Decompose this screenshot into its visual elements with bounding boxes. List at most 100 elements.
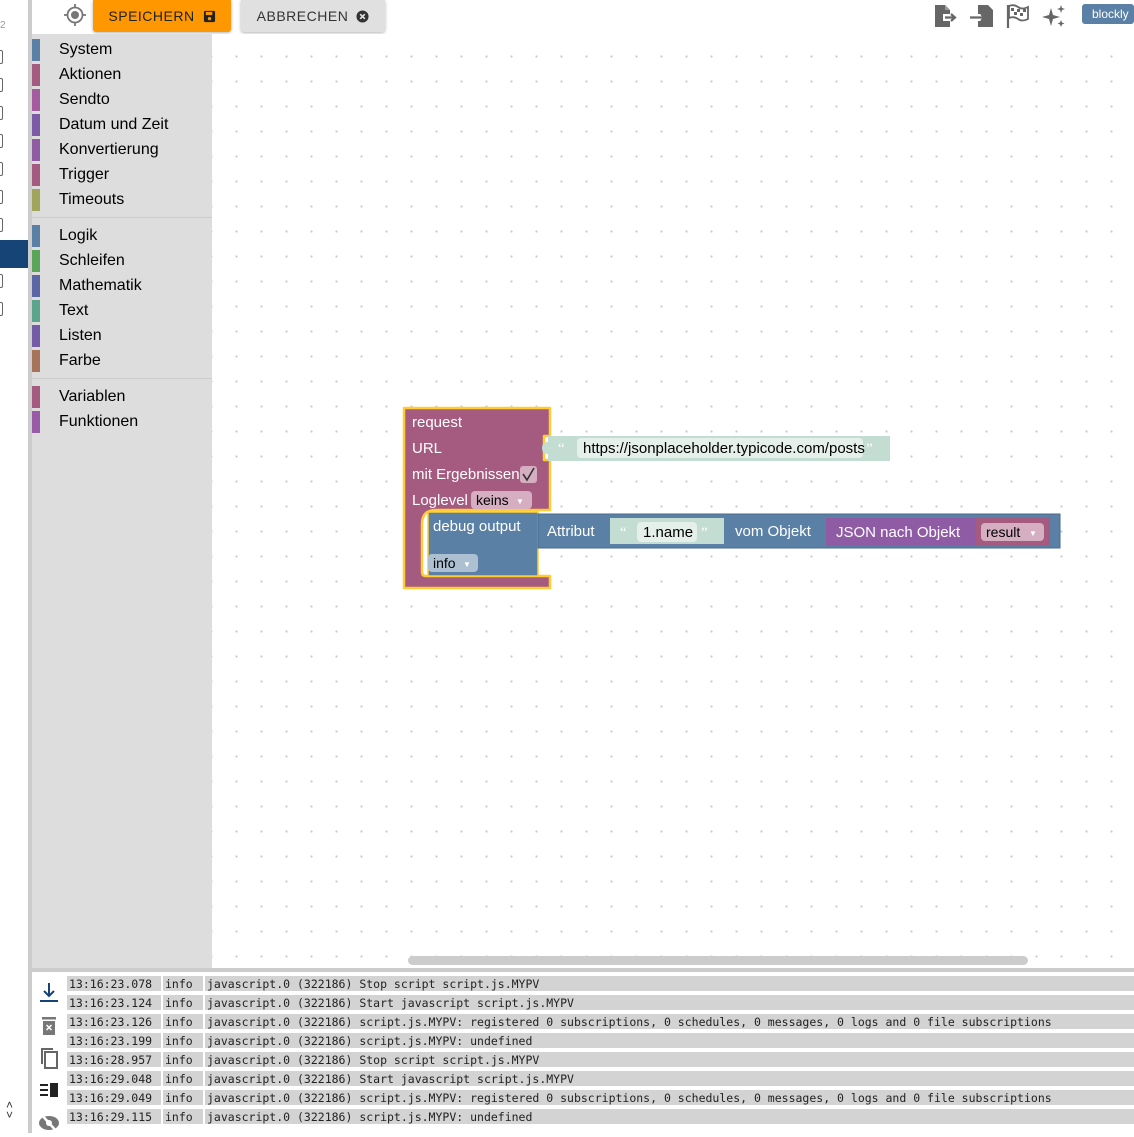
toolbox-item-label: Timeouts	[59, 190, 125, 208]
toolbox-item-schleifen[interactable]: Schleifen	[32, 248, 212, 273]
log-message: javascript.0 (322186) script.js.MYPV: un…	[205, 1109, 1134, 1126]
variable-name: result	[986, 524, 1020, 540]
category-color	[32, 38, 40, 61]
columns-icon[interactable]	[37, 1078, 61, 1102]
fold-marker[interactable]	[0, 106, 3, 120]
loglevel-dropdown[interactable]	[471, 491, 532, 509]
toolbox-item-listen[interactable]: Listen	[32, 323, 212, 348]
fold-marker[interactable]	[0, 274, 3, 288]
toolbox-item-label: Mathematik	[59, 276, 142, 294]
toolbox-item-sendto[interactable]: Sendto	[32, 87, 212, 112]
toolbox-item-label: Funktionen	[59, 412, 139, 430]
log-severity: info	[163, 976, 203, 993]
hide-icon[interactable]	[37, 1110, 61, 1134]
fold-marker[interactable]	[0, 162, 3, 176]
block-canvas: request URL mit Ergebnissen Loglevel kei…	[402, 406, 1061, 590]
toolbox-item-funktionen[interactable]: Funktionen	[32, 409, 212, 434]
results-label: mit Ergebnissen	[412, 466, 520, 483]
url-value: https://jsonplaceholder.typicode.com/pos…	[583, 440, 865, 457]
category-color	[32, 138, 40, 161]
toolbox-item-label: Trigger	[59, 165, 110, 183]
log-message: javascript.0 (322186) script.js.MYPV: re…	[205, 1090, 1134, 1107]
loglevel-label: Loglevel	[412, 492, 468, 509]
cancel-button[interactable]: ABBRECHEN	[241, 0, 385, 32]
horizontal-scrollbar[interactable]	[408, 956, 1028, 965]
toolbox-item-label: Aktionen	[59, 65, 122, 83]
log-message: javascript.0 (322186) script.js.MYPV: un…	[205, 1033, 1134, 1050]
toolbox-item-farbe[interactable]: Farbe	[32, 348, 212, 373]
debug-title: debug output	[433, 518, 521, 535]
target-icon[interactable]	[63, 3, 87, 27]
category-color	[32, 88, 40, 111]
open-quote-icon: “	[620, 525, 627, 541]
fold-marker[interactable]	[0, 218, 3, 232]
import-icon[interactable]	[968, 2, 996, 30]
splitter[interactable]	[28, 0, 32, 1133]
up-down-chevron-icon[interactable]: ˄˅	[6, 1098, 14, 1122]
category-color	[32, 274, 40, 297]
toolbox-item-label: Variablen	[59, 387, 126, 405]
of-object-label: vom Objekt	[735, 523, 812, 540]
trash-icon[interactable]	[37, 1014, 61, 1038]
editor-gutter: 2 ˄˅	[0, 0, 28, 1133]
variable-dropdown[interactable]	[981, 523, 1044, 541]
blockly-workspace[interactable]	[212, 34, 1134, 968]
category-color	[32, 249, 40, 272]
toolbox-item-variablen[interactable]: Variablen	[32, 384, 212, 409]
toolbox-item-system[interactable]: System	[32, 37, 212, 62]
path-value: 1.name	[643, 524, 693, 541]
log-toolbar	[32, 972, 66, 1137]
scroll-to-bottom-icon[interactable]	[37, 980, 61, 1004]
log-severity: info	[163, 995, 203, 1012]
toolbox-item-trigger[interactable]: Trigger	[32, 162, 212, 187]
attribute-label: Attribut	[547, 523, 595, 540]
fold-marker[interactable]	[0, 190, 3, 204]
category-color	[32, 385, 40, 408]
log-time: 13:16:28.957	[67, 1052, 161, 1069]
export-icon[interactable]	[932, 2, 960, 30]
toolbox-separator	[32, 217, 212, 218]
category-color	[32, 63, 40, 86]
request-title: request	[412, 414, 463, 431]
copy-icon[interactable]	[37, 1046, 61, 1070]
log-severity: info	[163, 1109, 203, 1126]
toolbox-item-label: Schleifen	[59, 251, 125, 269]
debug-level-dropdown[interactable]	[428, 554, 478, 572]
log-time: 13:16:23.078	[67, 976, 161, 993]
path-field[interactable]	[637, 522, 697, 542]
blockly-logo: blockly	[1082, 4, 1134, 24]
checkered-flag-icon[interactable]	[1004, 2, 1032, 30]
toolbox-item-label: Text	[59, 301, 89, 319]
toolbox-item-datum-und-zeit[interactable]: Datum und Zeit	[32, 112, 212, 137]
toolbox-item-label: Datum und Zeit	[59, 115, 169, 133]
toolbox-item-mathematik[interactable]: Mathematik	[32, 273, 212, 298]
toolbox-item-timeouts[interactable]: Timeouts	[32, 187, 212, 212]
fold-marker[interactable]	[0, 134, 3, 148]
blockly-label: blockly	[1092, 7, 1129, 21]
line-number: 2	[0, 20, 6, 31]
url-field[interactable]	[577, 438, 863, 458]
toolbox-item-logik[interactable]: Logik	[32, 223, 212, 248]
fold-marker[interactable]	[0, 302, 3, 316]
selected-line[interactable]	[0, 240, 28, 268]
debug-level-value: info	[433, 555, 456, 571]
sparkle-icon[interactable]	[1040, 2, 1068, 30]
toolbox-item-text[interactable]: Text	[32, 298, 212, 323]
fold-marker[interactable]	[0, 50, 3, 64]
save-label: SPEICHERN	[108, 8, 195, 24]
json-to-object-block[interactable]	[826, 518, 978, 546]
fold-marker[interactable]	[0, 78, 3, 92]
log-time: 13:16:29.049	[67, 1090, 161, 1107]
toolbox-item-konvertierung[interactable]: Konvertierung	[32, 137, 212, 162]
toolbox-item-aktionen[interactable]: Aktionen	[32, 62, 212, 87]
save-button[interactable]: SPEICHERN	[93, 0, 231, 32]
close-circle-icon	[356, 9, 369, 23]
dropdown-arrow-icon: ▼	[1029, 529, 1037, 538]
log-severity: info	[163, 1052, 203, 1069]
